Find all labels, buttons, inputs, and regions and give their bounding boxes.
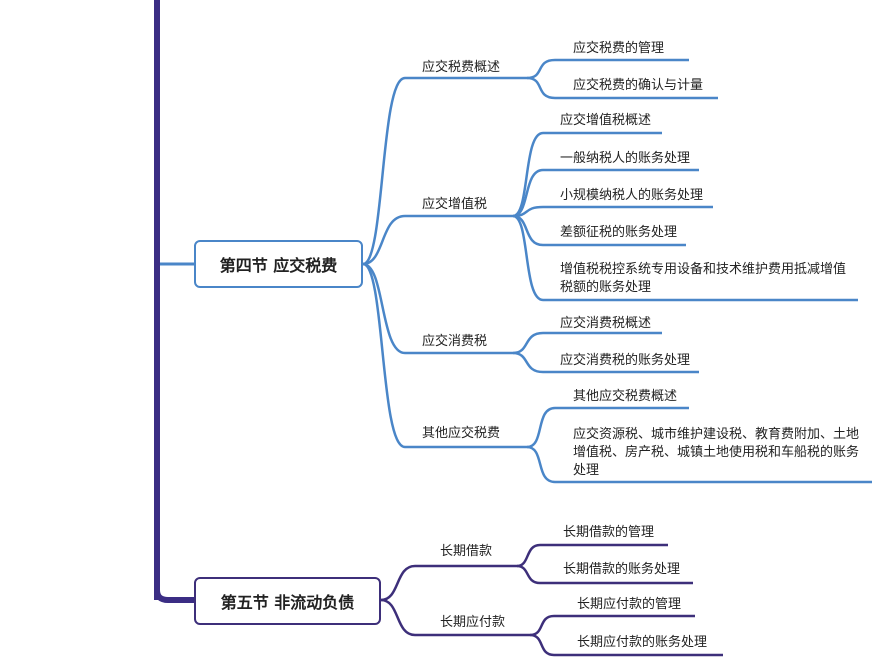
leaf-label[interactable]: 其他应交税费概述 — [573, 389, 678, 404]
leaf-label[interactable]: 长期应付款的管理 — [577, 597, 682, 612]
branch-label[interactable]: 长期借款 — [440, 544, 493, 559]
leaf-label[interactable]: 长期应付款的账务处理 — [577, 635, 708, 650]
leaf-label[interactable]: 增值税税控系统专用设备和技术维护费用抵减增值税额的账务处理 — [560, 262, 847, 295]
leaf-label[interactable]: 差额征税的账务处理 — [560, 225, 678, 240]
section4-connectors — [362, 58, 872, 484]
section4-node[interactable]: 第四节 应交税费 — [194, 240, 363, 288]
leaf-label[interactable]: 应交税费的管理 — [573, 41, 665, 56]
spine-corner — [154, 589, 194, 603]
section4-title: 第四节 应交税费 — [219, 256, 338, 275]
branch-label[interactable]: 应交增值税 — [422, 197, 488, 212]
leaf-label[interactable]: 长期借款的账务处理 — [563, 562, 681, 577]
section5-connectors — [380, 543, 723, 657]
branch-label[interactable]: 其他应交税费 — [422, 426, 501, 441]
leaf-label[interactable]: 长期借款的管理 — [563, 525, 655, 540]
branch-label[interactable]: 应交税费概述 — [422, 60, 501, 75]
leaf-label[interactable]: 应交资源税、城市维护建设税、教育费附加、土地增值税、房产税、城镇土地使用税和车船… — [573, 427, 860, 478]
leaf-label[interactable]: 一般纳税人的账务处理 — [560, 151, 691, 166]
branch-label[interactable]: 应交消费税 — [422, 334, 488, 349]
leaf-label[interactable]: 应交消费税概述 — [560, 316, 652, 331]
leaf-label[interactable]: 应交消费税的账务处理 — [560, 353, 691, 368]
leaf-label[interactable]: 应交增值税概述 — [560, 113, 652, 128]
section5-node[interactable]: 第五节 非流动负债 — [194, 577, 381, 625]
leaf-label[interactable]: 小规模纳税人的账务处理 — [560, 188, 704, 203]
branch-label[interactable]: 长期应付款 — [440, 615, 506, 630]
leaf-label[interactable]: 应交税费的确认与计量 — [573, 78, 704, 93]
section5-title: 第五节 非流动负债 — [220, 593, 355, 612]
